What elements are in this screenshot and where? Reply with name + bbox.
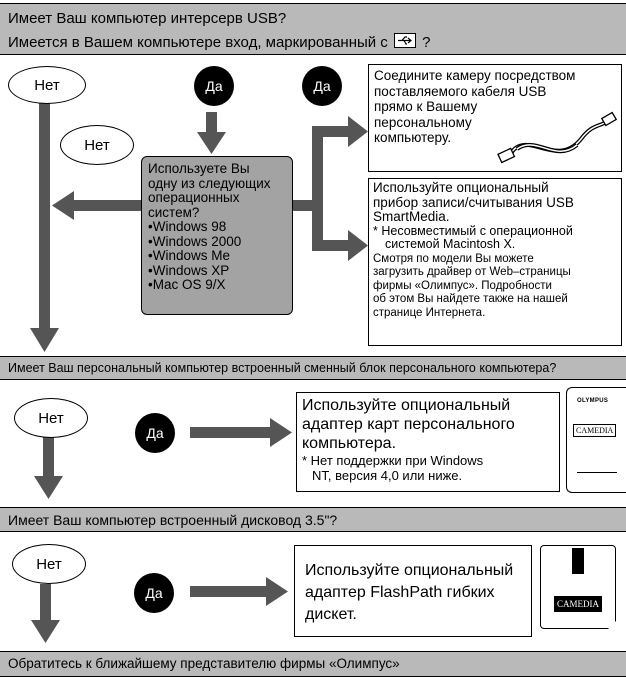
- final-contact-text: Обратитесь к ближайшему представителю фи…: [8, 656, 400, 671]
- usb-cable-line: прямо к Вашему: [374, 99, 478, 114]
- reader-line: SmartMedia.: [373, 209, 450, 224]
- branch-horizontal: [291, 200, 317, 211]
- os-item: •Windows 98: [148, 219, 227, 234]
- usb-cable-box: Соедините камеру посредством поставляемо…: [368, 64, 622, 172]
- os-question-line: одну из следующих: [148, 175, 271, 191]
- pc-card-line: Используйте опциональный: [302, 397, 511, 414]
- no-arrow-head-3: [31, 620, 60, 643]
- os-item: •Windows XP: [148, 262, 230, 278]
- question-floppy-bar: Имеет Ваш компьютер встроенный дисковод …: [0, 507, 626, 532]
- no-arrow-shaft-3: [40, 584, 51, 622]
- reader-extra: странице Интернета.: [373, 306, 486, 319]
- question-pc-card-bar: Имеет Ваш персональный компьютер встроен…: [0, 356, 626, 380]
- flashpath-line: дискет.: [305, 606, 357, 623]
- reader-note: системой Macintosh X.: [385, 236, 516, 251]
- no-arrow-head-2: [34, 476, 63, 499]
- no-label-4: Нет: [36, 555, 62, 573]
- question-usb-line2: Имеется в Вашем компьютере вход, маркиро…: [8, 33, 431, 51]
- no-arrow-shaft-2: [43, 437, 54, 479]
- flashpath-line: Используйте опциональный: [305, 562, 514, 579]
- reader-line: прибор записи/считывания USB: [373, 194, 574, 210]
- usb-reader-box: Используйте опциональный прибор записи/с…: [368, 178, 622, 346]
- no-arrow-shaft-1: [39, 103, 50, 328]
- reader-note: * Несовместимый с операционной: [373, 223, 573, 238]
- usb-cable-line: персональному: [374, 114, 472, 130]
- reader-extra: загрузить драйвер от Web–страницы: [373, 266, 571, 278]
- floppy-corner: [607, 620, 617, 630]
- no-oval-2: Нет: [60, 125, 134, 165]
- reader-extra: Смотря по модели Вы можете: [373, 252, 534, 265]
- pc-card-adapter-image: OLYMPUS CAMEDIA: [566, 387, 626, 493]
- yes-circle-2: Да: [302, 66, 342, 106]
- pc-card-note: NT, версия 4,0 или ниже.: [312, 468, 463, 483]
- os-item: •Mac OS 9/X: [148, 277, 226, 292]
- yes-label-4: Да: [145, 585, 163, 601]
- question-usb-line2-text: Имеется в Вашем компьютере вход, маркиро…: [8, 34, 388, 51]
- pc-card-note: * Нет поддержки при Windows: [302, 453, 484, 468]
- os-question-line: операционных: [148, 190, 240, 205]
- pc-card-box: Используйте опциональный адаптер карт пе…: [296, 392, 560, 492]
- usb-port-icon: [393, 33, 416, 48]
- yes-arrow-head-2: [270, 418, 292, 447]
- olympus-logo: OLYMPUS: [577, 398, 609, 404]
- usb-cable-line: компьютеру.: [374, 130, 452, 145]
- os-question-line: систем?: [148, 204, 200, 220]
- pc-card-line: компьютера.: [302, 435, 397, 452]
- os-question-box: Используете Вы одну из следующих операци…: [141, 156, 293, 315]
- usb-cable-icon: [497, 111, 617, 164]
- branch-vertical: [312, 126, 323, 251]
- os-item: •Windows Me: [148, 248, 230, 263]
- branch-upper-head: [348, 116, 368, 147]
- os-item: •Windows 2000: [148, 233, 242, 249]
- question-usb-bar: Имеет Ваш компьютер интерсерв USB? Имеет…: [0, 3, 626, 55]
- branch-upper-shaft: [312, 126, 354, 137]
- flashpath-box: Используйте опциональный адаптер FlashPa…: [294, 545, 532, 637]
- usb-cable-line: Соедините камеру посредством: [374, 68, 576, 83]
- reader-line: Используйте опциональный: [373, 180, 549, 195]
- left-arrow-head: [52, 191, 74, 220]
- flashpath-line: адаптер FlashPath гибких: [305, 584, 495, 601]
- camedia-floppy-logo: CAMEDIA: [554, 596, 602, 612]
- question-pc-card-text: Имеет Ваш персональный компьютер встроен…: [8, 361, 557, 375]
- no-oval-4: Нет: [12, 544, 86, 584]
- yes-label-1: Да: [205, 78, 223, 94]
- no-oval-3: Нет: [14, 398, 88, 438]
- no-label-3: Нет: [38, 409, 64, 427]
- camedia-logo: CAMEDIA: [573, 424, 617, 437]
- yes-circle-4: Да: [134, 573, 174, 613]
- reader-extra: фирмы «Олимпус». Подробности: [373, 279, 552, 292]
- yes-circle-3: Да: [135, 413, 175, 453]
- yes-circle-1: Да: [194, 66, 234, 106]
- yes-arrow-shaft-2: [190, 427, 274, 438]
- yes-arrow-head-1: [197, 132, 226, 154]
- left-arrow-shaft: [72, 200, 144, 211]
- no-oval-1: Нет: [8, 66, 86, 104]
- reader-extra: об этом Вы найдете также на нашей: [373, 293, 568, 305]
- question-usb-line1: Имеет Ваш компьютер интерсерв USB?: [8, 10, 287, 27]
- question-floppy-text: Имеет Ваш компьютер встроенный дисковод …: [8, 512, 338, 528]
- pc-card-connector: [577, 472, 617, 489]
- yes-label-2: Да: [313, 78, 331, 94]
- flashpath-adapter-image: CAMEDIA: [540, 545, 617, 630]
- os-question-line: Используете Вы: [148, 161, 250, 176]
- pc-card-line: адаптер карт персонального: [302, 416, 515, 433]
- floppy-shutter: [572, 548, 584, 574]
- branch-lower-head: [348, 230, 368, 261]
- yes-label-3: Да: [146, 425, 164, 441]
- branch-lower-shaft: [312, 240, 354, 251]
- no-arrow-head-1: [30, 328, 59, 352]
- question-usb-line2-mark: ?: [422, 34, 431, 51]
- yes-arrow-shaft-1: [206, 112, 217, 134]
- usb-cable-line: поставляемого кабеля USB: [374, 83, 547, 99]
- yes-arrow-shaft-3: [190, 586, 270, 597]
- final-contact-bar: Обратитесь к ближайшему представителю фи…: [0, 651, 626, 677]
- yes-arrow-head-3: [266, 577, 288, 606]
- no-label-2: Нет: [84, 136, 110, 154]
- no-label-1: Нет: [34, 76, 60, 94]
